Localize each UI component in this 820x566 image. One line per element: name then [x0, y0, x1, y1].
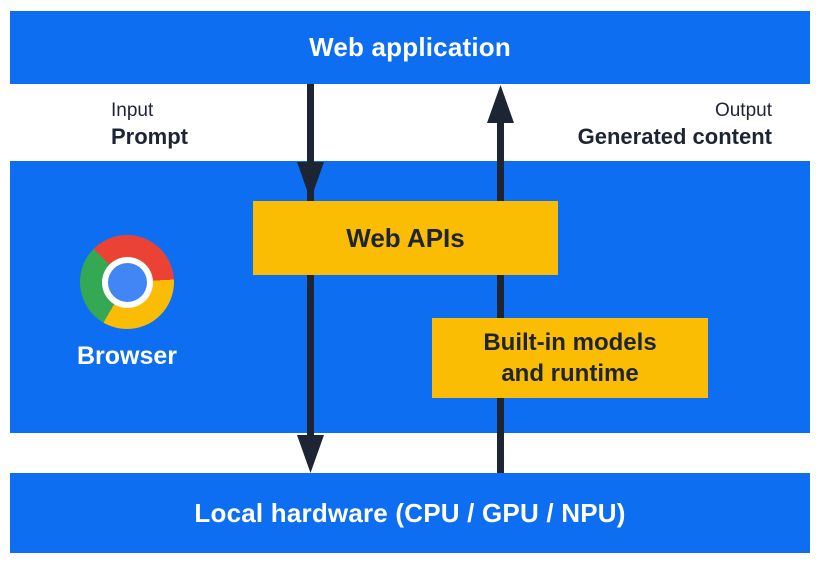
browser-label: Browser [76, 342, 178, 370]
builtin-models-line1: Built-in models [483, 329, 657, 356]
local-hardware-label: Local hardware (CPU / GPU / NPU) [194, 497, 626, 528]
web-apis-box: Web APIs [253, 201, 558, 275]
output-value: Generated content [577, 124, 772, 149]
chrome-icon-ring [101, 256, 153, 308]
down-arrow-icon [297, 435, 324, 473]
web-application-label: Web application [309, 32, 511, 62]
builtin-models-line2: and runtime [501, 360, 639, 387]
builtin-models-box: Built-in models and runtime [432, 318, 708, 398]
web-apis-label: Web APIs [346, 222, 465, 253]
input-title: Input [111, 100, 154, 121]
chrome-icon-core [107, 262, 147, 302]
output-label-group: Output Generated content [578, 101, 772, 148]
web-application-bar: Web application [10, 11, 810, 84]
chrome-icon [80, 235, 174, 329]
up-arrow-icon [487, 85, 514, 123]
output-title: Output [714, 100, 772, 121]
input-value: Prompt [111, 124, 188, 149]
input-label-group: Input Prompt [111, 101, 188, 148]
local-hardware-bar: Local hardware (CPU / GPU / NPU) [10, 473, 810, 553]
up-arrow-line [497, 120, 504, 473]
